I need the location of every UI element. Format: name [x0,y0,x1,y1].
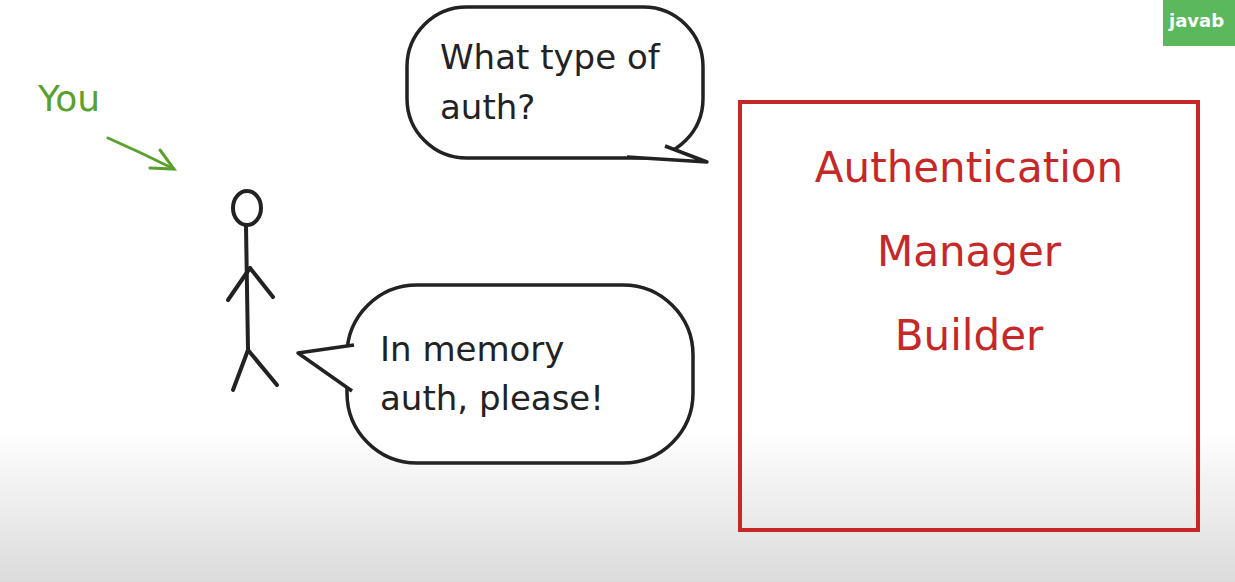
watermark: javab [1169,10,1224,31]
stick-figure [228,191,277,390]
pointer-arrow [108,138,174,169]
speech-bubble: In memory auth, please! [345,283,695,465]
box-title: Authentication Manager Builder [815,126,1123,378]
speech-bubble-outline [345,283,695,465]
speech-bubble: What type of auth? [405,5,705,160]
speech-text: What type of auth? [440,33,670,132]
component-box: Authentication Manager Builder [738,100,1200,532]
speech-bubble-outline [405,5,705,160]
person-label: You [38,78,100,119]
speech-text: In memory auth, please! [380,325,660,424]
